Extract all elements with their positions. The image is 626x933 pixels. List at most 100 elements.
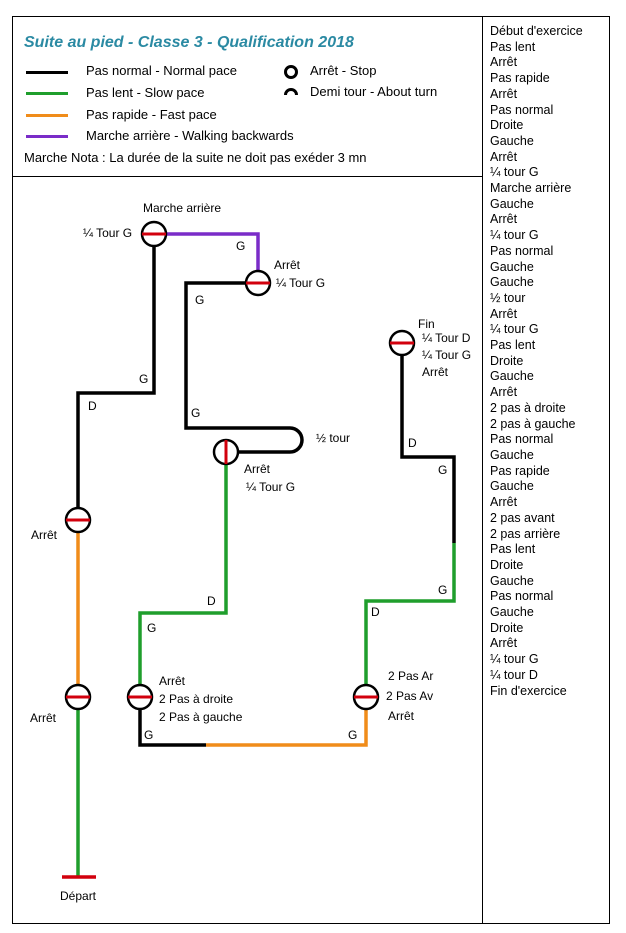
legend-slow-swatch — [26, 92, 68, 95]
label-quart-tour-d: ¼ Tour D — [422, 331, 471, 345]
step-item: Arrêt — [490, 306, 518, 321]
label-g8: G — [438, 583, 447, 597]
step-item: Gauche — [490, 275, 534, 290]
label-d4: D — [408, 436, 417, 450]
step-item: Gauche — [490, 479, 534, 494]
label-g2: G — [236, 239, 245, 253]
step-item: Marche arrière — [490, 181, 572, 196]
label-d3: D — [371, 605, 380, 619]
path-slow-2 — [138, 452, 228, 697]
path-normal-2 — [184, 281, 290, 430]
label-arret-mid: Arrêt — [244, 462, 271, 476]
label-depart: Départ — [60, 889, 97, 903]
step-item: Arrêt — [490, 212, 518, 227]
step-item: Gauche — [490, 133, 534, 148]
label-d1: D — [88, 399, 97, 413]
step-item: Pas normal — [490, 243, 554, 258]
about-turn-icon — [284, 88, 298, 96]
step-item: Arrêt — [490, 149, 518, 164]
step-item: Pas lent — [490, 542, 536, 557]
step-item: 2 pas à droite — [490, 400, 566, 415]
label-d2: D — [207, 594, 216, 608]
path-fast-2 — [206, 697, 368, 747]
path-normal-4 — [400, 343, 456, 543]
stop-marker-bottom-left — [126, 683, 154, 711]
step-item: ¼ tour G — [490, 228, 539, 243]
label-arret-end: Arrêt — [422, 365, 449, 379]
stop-marker-top — [140, 220, 168, 248]
step-item: Arrêt — [490, 55, 518, 70]
step-item: Pas normal — [490, 432, 554, 447]
legend-backward-swatch — [26, 135, 68, 138]
step-item: Pas normal — [490, 102, 554, 117]
label-deux-pas-gauche: 2 Pas à gauche — [159, 710, 243, 724]
path-normal-1 — [76, 234, 156, 520]
step-item: Pas lent — [490, 39, 536, 54]
nota-text: Marche Nota : La durée de la suite ne do… — [24, 150, 367, 165]
stop-marker-end — [388, 329, 416, 357]
step-item: ¼ tour D — [490, 667, 538, 682]
step-item: Début d'exercice — [490, 24, 583, 38]
legend-normal-swatch — [26, 71, 68, 74]
path-backward — [154, 232, 260, 283]
legend-backward-label: Marche arrière - Walking backwards — [86, 128, 294, 143]
label-g9: G — [438, 463, 447, 477]
legend-stop-label: Arrêt - Stop — [310, 63, 377, 78]
step-item: Pas normal — [490, 589, 554, 604]
step-item: Droite — [490, 557, 524, 572]
label-deux-pas-ar: 2 Pas Ar — [388, 669, 433, 683]
step-item: Gauche — [490, 196, 534, 211]
steps-divider — [482, 16, 483, 924]
step-item: ¼ tour G — [490, 652, 539, 667]
legend-normal-label: Pas normal - Normal pace — [86, 63, 237, 78]
legend-about-turn-label: Demi tour - About turn — [310, 84, 438, 99]
label-arret-left-bottom: Arrêt — [30, 711, 57, 725]
legend-fast-label: Pas rapide - Fast pace — [86, 107, 217, 122]
label-fin: Fin — [418, 317, 435, 331]
step-item: 2 pas avant — [490, 510, 555, 525]
stop-icon — [284, 65, 298, 79]
label-arret-left-top: Arrêt — [31, 528, 58, 542]
label-g7: G — [348, 728, 357, 742]
legend-fast-swatch — [26, 114, 68, 117]
label-g5: G — [147, 621, 156, 635]
step-item: Arrêt — [490, 636, 518, 651]
stop-marker-top-right — [244, 269, 272, 297]
step-item: Arrêt — [490, 495, 518, 510]
step-item: Pas lent — [490, 338, 536, 353]
label-g3: G — [195, 293, 204, 307]
step-item: 2 pas arrière — [490, 526, 561, 541]
step-item: Gauche — [490, 369, 534, 384]
step-item: Droite — [490, 118, 524, 133]
stop-marker-mid — [212, 438, 240, 466]
label-g1: G — [139, 372, 148, 386]
step-item: Pas rapide — [490, 463, 550, 478]
label-demi-tour: ½ tour — [316, 431, 350, 445]
label-arret-top: Arrêt — [274, 258, 301, 272]
label-arret-br: Arrêt — [388, 709, 415, 723]
step-item: Gauche — [490, 573, 534, 588]
path-slow-3 — [364, 543, 456, 697]
step-item: ¼ tour G — [490, 322, 539, 337]
label-quart-tour-g-1: ¼ Tour G — [83, 226, 132, 240]
step-item: Fin d'exercice — [490, 683, 567, 698]
path-half-turn — [226, 426, 304, 454]
step-item: Gauche — [490, 447, 534, 462]
label-g6: G — [144, 728, 153, 742]
label-deux-pas-droite: 2 Pas à droite — [159, 692, 233, 706]
label-quart-tour-g-4: ¼ Tour G — [422, 348, 471, 362]
step-item: ¼ tour G — [490, 165, 539, 180]
step-item: Gauche — [490, 259, 534, 274]
path-normal-3 — [138, 697, 206, 747]
stop-marker-left-top — [64, 506, 92, 534]
label-quart-tour-g-3: ¼ Tour G — [246, 480, 295, 494]
label-arret-bl: Arrêt — [159, 674, 186, 688]
step-item: Arrêt — [490, 385, 518, 400]
label-deux-pas-av: 2 Pas Av — [386, 689, 433, 703]
diagram-frame — [12, 16, 610, 924]
page-title: Suite au pied - Classe 3 - Qualification… — [24, 34, 354, 51]
label-marche-arriere: Marche arrière — [143, 201, 221, 215]
step-item: 2 pas à gauche — [490, 416, 576, 431]
